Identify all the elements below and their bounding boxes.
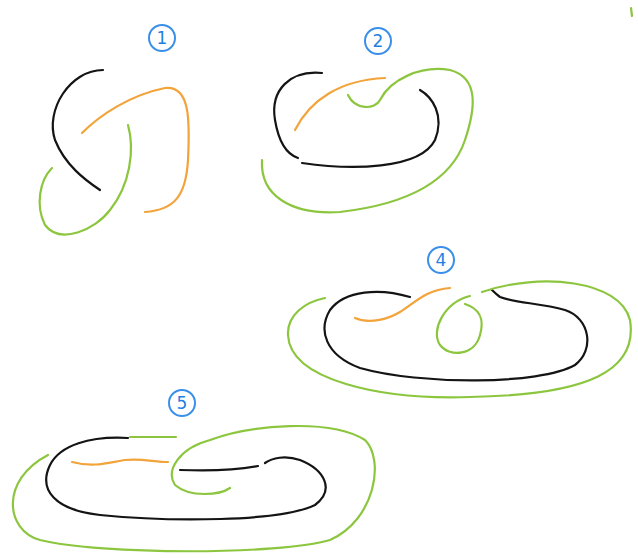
callout-number: 2 — [364, 27, 392, 55]
knot-strand — [72, 459, 168, 464]
knot-strand — [262, 69, 473, 212]
callout-number: 4 — [427, 246, 455, 274]
callout-text: 2 — [373, 33, 384, 50]
knot-strand — [295, 78, 385, 130]
knot-strand — [13, 426, 375, 551]
callout-text: 4 — [436, 252, 447, 269]
knot-strand — [355, 288, 450, 321]
knot-strand — [82, 88, 189, 212]
knot-strand — [437, 296, 482, 353]
pen-mark — [631, 8, 632, 16]
callout-number: 5 — [168, 389, 196, 417]
callout-text: 1 — [157, 30, 168, 47]
knot-strand — [180, 466, 258, 471]
callout-text: 5 — [177, 395, 188, 412]
knot-strand — [53, 70, 103, 190]
knot-strand — [130, 436, 176, 438]
callout-number: 1 — [148, 24, 176, 52]
knot-strand — [325, 290, 588, 380]
knot-strand — [302, 90, 439, 167]
knot-strand — [40, 125, 131, 234]
knot-strand — [274, 73, 322, 158]
knot-strand — [288, 281, 631, 397]
